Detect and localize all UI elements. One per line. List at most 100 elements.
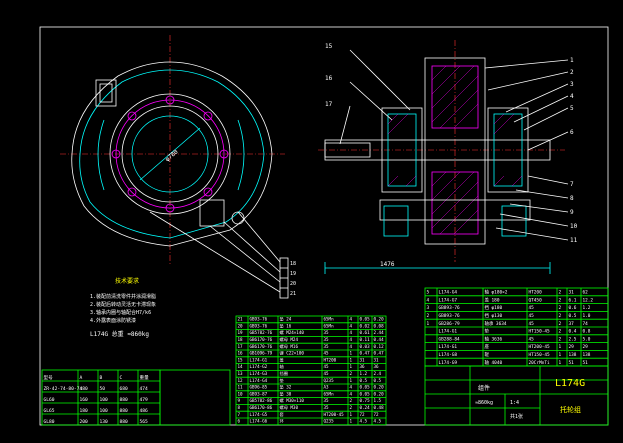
parts-left-cell: 35 bbox=[324, 398, 330, 403]
sheet-cell: 共1张 bbox=[510, 413, 523, 420]
parts-right-cell: 51 bbox=[583, 360, 589, 366]
leader-1: 1 bbox=[570, 57, 574, 64]
leader-21: 21 bbox=[290, 291, 296, 297]
leader-17: 17 bbox=[325, 101, 333, 108]
drawing-number: L174G bbox=[555, 378, 585, 389]
parts-right-cell: L174-G4 bbox=[439, 290, 458, 296]
parts-left-cell: 4 bbox=[350, 337, 353, 342]
parts-right-cell: 垫 bbox=[485, 328, 490, 335]
parts-left-cell: 36 bbox=[360, 364, 366, 369]
parts-right-cell: 1.2 bbox=[583, 305, 591, 311]
size-table-cell: GL65 bbox=[44, 408, 55, 414]
parts-left-cell: 0.20 bbox=[374, 385, 385, 390]
leader-9: 9 bbox=[570, 209, 574, 216]
parts-right-cell: 45 bbox=[529, 313, 535, 319]
parts-right-cell: 4 bbox=[427, 297, 430, 303]
parts-right-cell: L174-G9 bbox=[439, 360, 458, 366]
parts-left-cell: 2 bbox=[350, 371, 353, 376]
parts-left-cell: 0.20 bbox=[374, 391, 385, 396]
parts-right-cell: 29 bbox=[583, 344, 589, 350]
parts-left-cell: 72 bbox=[360, 412, 366, 417]
weight-cell: ≈860kg bbox=[475, 400, 493, 406]
size-table-cell: 160 bbox=[80, 397, 89, 403]
parts-left-cell: 65Mn bbox=[324, 323, 335, 328]
size-table-cell: GL80 bbox=[44, 419, 55, 425]
parts-right-cell: 2 bbox=[559, 297, 562, 303]
parts-left-cell: 8 bbox=[238, 405, 241, 410]
parts-right-cell: GB893-76 bbox=[439, 305, 461, 311]
parts-left-cell: 0.61 bbox=[360, 330, 371, 335]
parts-left-cell: 36 bbox=[374, 364, 380, 369]
parts-right-cell: 45 bbox=[529, 336, 535, 342]
leader-10: 10 bbox=[570, 223, 578, 230]
parts-left-cell: 2 bbox=[350, 405, 353, 410]
parts-left-cell: 35 bbox=[324, 405, 330, 410]
parts-right-cell: L174-G1 bbox=[439, 344, 458, 350]
leader-4: 4 bbox=[570, 93, 574, 100]
parts-left-cell: 65Mn bbox=[324, 391, 335, 396]
leader-19: 19 bbox=[290, 271, 296, 277]
parts-right-cell: GB286-79 bbox=[439, 321, 461, 327]
leader-6: 6 bbox=[570, 129, 574, 136]
parts-right-cell: 2 bbox=[559, 313, 562, 319]
parts-left-cell: GB96-85 bbox=[250, 385, 268, 390]
parts-left-cell: 45 bbox=[324, 371, 330, 376]
size-table-cell: 200 bbox=[80, 419, 89, 425]
parts-right-cell: 1 bbox=[559, 360, 562, 366]
parts-left-cell: GB93-87 bbox=[250, 391, 268, 396]
parts-right-cell: 0.6 bbox=[569, 305, 577, 311]
parts-left-cell: HT200 bbox=[324, 357, 337, 362]
leader-5: 5 bbox=[570, 105, 574, 112]
size-table-cell: ZR-42-74-80-74 bbox=[44, 386, 83, 392]
parts-left-cell: 12 bbox=[238, 378, 244, 383]
parts-right-cell: 6.1 bbox=[569, 297, 577, 303]
parts-right-cell: 1 bbox=[559, 344, 562, 350]
leader-16: 16 bbox=[325, 75, 333, 82]
parts-right-cell: 1 bbox=[559, 352, 562, 358]
parts-left-cell: 9 bbox=[238, 398, 241, 403]
parts-left-cell: 挡圈 bbox=[280, 370, 288, 377]
parts-left-cell: A3 bbox=[324, 385, 330, 390]
parts-left-cell: 10 bbox=[238, 391, 244, 396]
parts-right-cell: HT200 bbox=[529, 290, 543, 296]
parts-left-cell: 45 bbox=[324, 351, 330, 356]
leader-3: 3 bbox=[570, 81, 574, 88]
parts-left-cell: 17 bbox=[238, 344, 244, 349]
size-table-cell: 型号 bbox=[44, 374, 54, 381]
parts-left-cell: 盖 bbox=[280, 356, 284, 362]
front-view: φ780 bbox=[60, 35, 285, 293]
leader-11: 11 bbox=[570, 237, 578, 244]
leader-2: 2 bbox=[570, 69, 574, 76]
parts-left-cell: 45 bbox=[324, 364, 330, 369]
parts-right-cell: 45 bbox=[529, 305, 535, 311]
parts-left-cell: 环 bbox=[280, 419, 284, 425]
parts-left-cell: Q235 bbox=[324, 378, 335, 383]
leader-8: 8 bbox=[570, 195, 574, 202]
parts-left-cell: 0.20 bbox=[374, 317, 385, 322]
parts-left-cell: 垫 32 bbox=[280, 384, 292, 390]
size-table-cell: 474 bbox=[140, 386, 149, 392]
parts-left-cell: 14 bbox=[238, 364, 244, 369]
parts-left-cell: 螺母 M16 bbox=[280, 343, 299, 350]
parts-left-cell: 35 bbox=[324, 330, 330, 335]
parts-left-cell: GB1096-79 bbox=[250, 351, 273, 356]
size-table-cell: 680 bbox=[120, 386, 129, 392]
parts-left-cell: 0.75 bbox=[360, 398, 371, 403]
parts-right-cell: 挡 φ180 bbox=[485, 304, 503, 311]
parts-left-cell: 2 bbox=[350, 398, 353, 403]
front-diameter-dim: φ780 bbox=[164, 148, 180, 163]
parts-right-cell: 45 bbox=[529, 321, 535, 327]
parts-right-cell: 20CrMnTi bbox=[529, 360, 551, 366]
parts-right-cell: 轴承 3634 bbox=[485, 320, 507, 327]
parts-left-cell: Q235 bbox=[324, 419, 335, 424]
parts-right-cell: HT150-45 bbox=[529, 352, 551, 358]
parts-left-cell: 11 bbox=[238, 385, 244, 390]
size-table-cell: B bbox=[100, 375, 103, 381]
size-table-cell: 479 bbox=[140, 397, 149, 403]
parts-left-cell: 0.5 bbox=[374, 378, 382, 383]
parts-right-cell: 31 bbox=[569, 290, 575, 296]
parts-left-cell: 螺 M30×110 bbox=[280, 397, 305, 404]
parts-left-cell: 0.02 bbox=[360, 323, 371, 328]
